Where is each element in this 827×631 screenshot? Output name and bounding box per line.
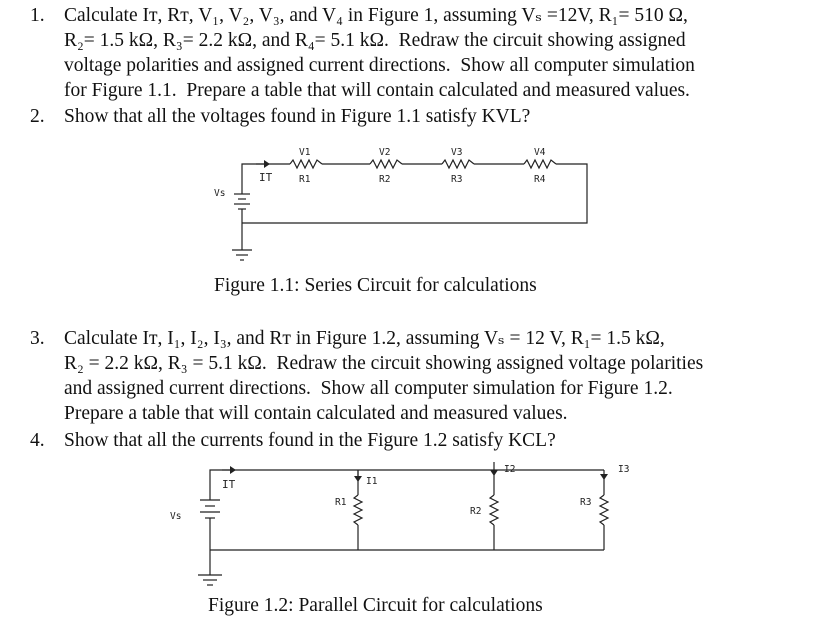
resistor-r1 — [289, 158, 323, 170]
resistor-label: R1 — [335, 497, 347, 508]
total-current-label: IT — [222, 478, 236, 491]
figure-1-2-circuit — [198, 462, 610, 586]
branch-current-label: I1 — [366, 476, 378, 487]
branch-current-label: I2 — [504, 464, 515, 475]
resistor-r3 — [598, 494, 610, 526]
voltage-label: V4 — [534, 147, 546, 158]
question-line: Calculate Iᴛ, I₁, I₂, I₃, and Rᴛ in Figu… — [64, 328, 665, 349]
voltage-label: V3 — [451, 147, 462, 158]
resistor-r3 — [441, 158, 475, 170]
current-arrow-icon — [230, 466, 236, 474]
branch-current-label: I3 — [618, 464, 629, 475]
question-line: Prepare a table that will contain calcul… — [64, 403, 568, 424]
resistor-label: R2 — [379, 174, 390, 185]
current-arrow-icon — [354, 476, 362, 482]
resistor-label: R3 — [451, 174, 462, 185]
resistor-r1 — [352, 494, 364, 526]
question-number: 4. — [30, 430, 45, 451]
resistor-label: R1 — [299, 174, 311, 185]
total-current-label: IT — [259, 171, 273, 184]
resistor-r2 — [488, 494, 500, 526]
question-line: Calculate Iᴛ, Rᴛ, V₁, V₂, V₃, and V₄ in … — [64, 5, 688, 26]
source-label: Vs — [214, 188, 225, 199]
resistor-label: R2 — [470, 506, 481, 517]
question-line: R₂ = 2.2 kΩ, R₃ = 5.1 kΩ. Redraw the cir… — [64, 353, 704, 374]
question-line: R₂= 1.5 kΩ, R₃= 2.2 kΩ, and R₄= 5.1 kΩ. … — [64, 30, 686, 51]
current-arrow-icon — [490, 470, 498, 476]
question-number: 2. — [30, 106, 45, 127]
question-number: 1. — [30, 5, 45, 26]
voltage-label: V2 — [379, 147, 390, 158]
current-arrow-icon — [600, 474, 608, 480]
question-line: voltage polarities and assigned current … — [64, 55, 695, 76]
resistor-label: R3 — [580, 497, 591, 508]
source-label: Vs — [170, 511, 181, 522]
question-line: Show that all the currents found in the … — [64, 430, 556, 451]
resistor-label: R4 — [534, 174, 546, 185]
question-line: and assigned current directions. Show al… — [64, 378, 673, 399]
resistor-r4 — [523, 158, 557, 170]
question-line: Show that all the voltages found in Figu… — [64, 106, 531, 127]
figure-1-1-caption: Figure 1.1: Series Circuit for calculati… — [214, 275, 537, 296]
question-number: 3. — [30, 328, 45, 349]
question-line: for Figure 1.1. Prepare a table that wil… — [64, 80, 690, 101]
resistor-r2 — [369, 158, 403, 170]
voltage-label: V1 — [299, 147, 311, 158]
figure-1-2-caption: Figure 1.2: Parallel Circuit for calcula… — [208, 595, 543, 616]
current-arrow-icon — [264, 160, 270, 168]
